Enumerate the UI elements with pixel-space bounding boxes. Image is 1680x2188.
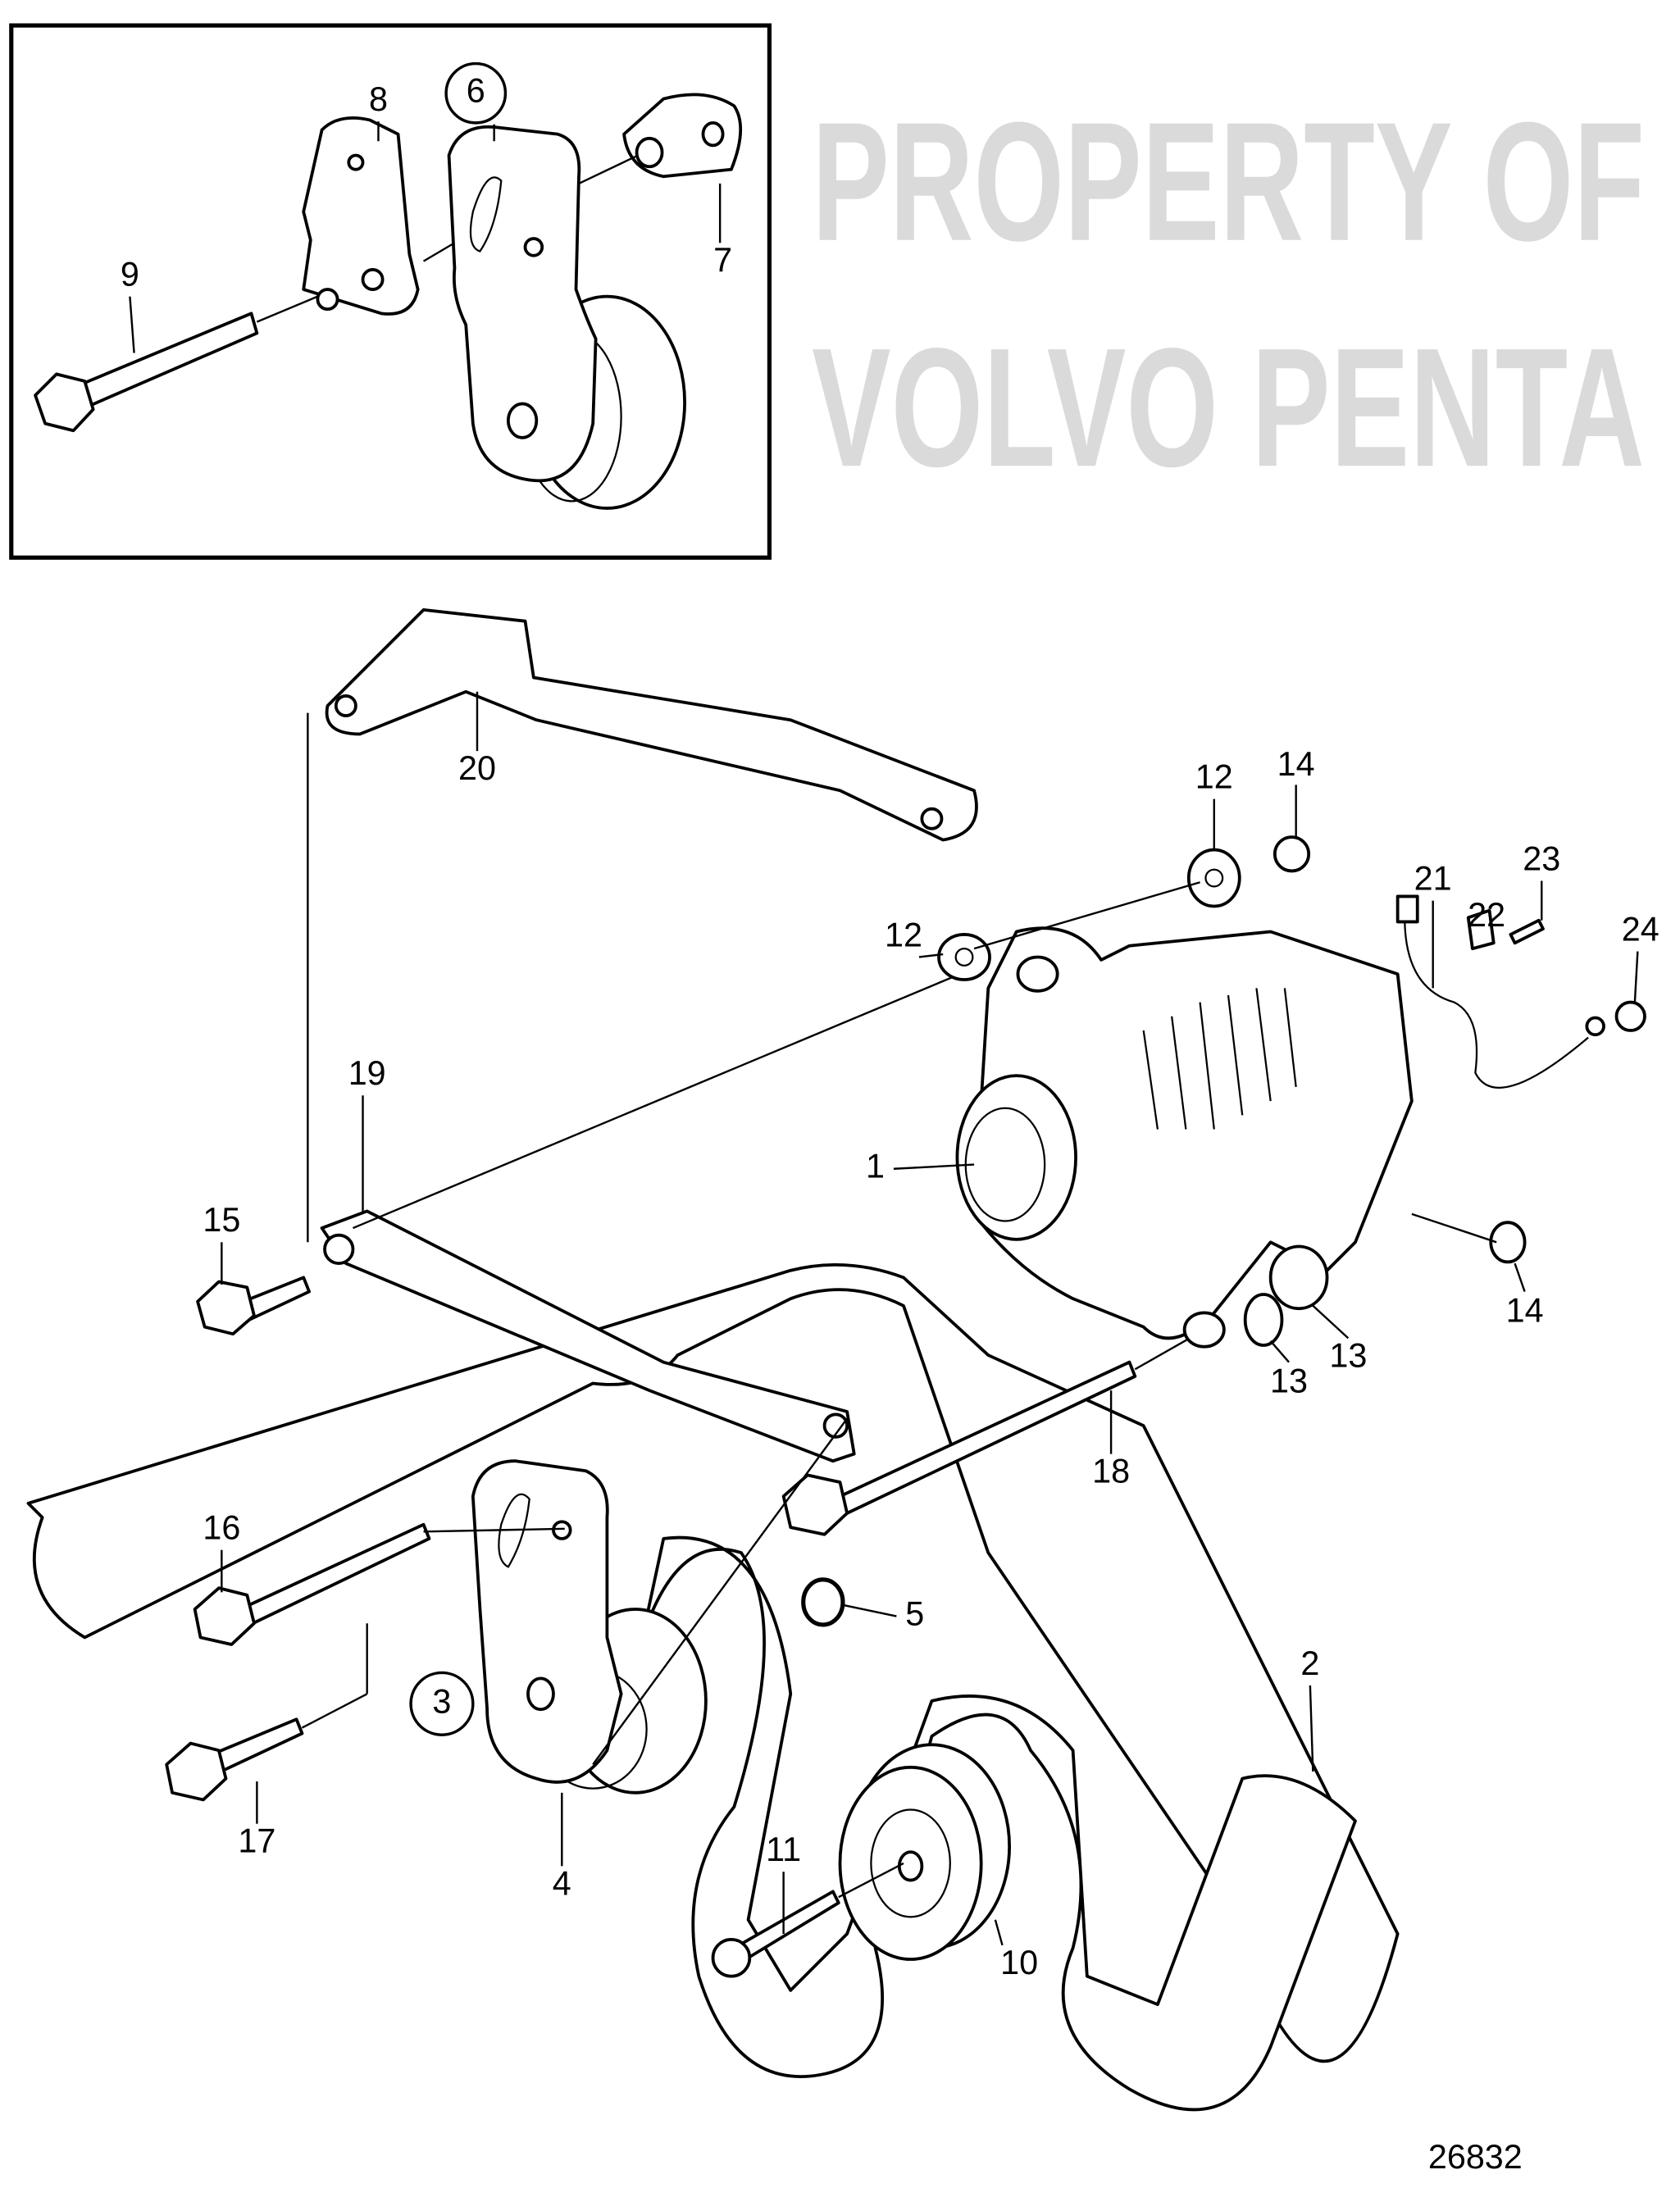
watermark-line1: PROPERTY OF	[812, 87, 1645, 276]
bolt-9	[80, 312, 259, 408]
callout-17: 17	[238, 1822, 275, 1860]
inset-detail: 8 6 7 9	[9, 23, 772, 560]
reference-number: 26832	[1428, 2138, 1523, 2176]
nut-24	[1614, 1000, 1646, 1032]
callout-14: 14	[1506, 1291, 1544, 1329]
inset-frame	[9, 23, 772, 560]
circlip-5	[801, 1577, 845, 1627]
nut-14	[1273, 835, 1311, 873]
cable-21	[1404, 917, 1589, 1089]
callout-circle-6	[444, 61, 508, 125]
callout-2: 2	[1300, 1644, 1319, 1682]
callout-5: 5	[905, 1595, 924, 1633]
washer-12	[937, 933, 991, 981]
callout-6: 6	[467, 72, 485, 110]
arm-19	[320, 1209, 856, 1463]
bushing-13	[1268, 1244, 1329, 1311]
callout-12: 12	[1195, 757, 1233, 795]
callout-1: 1	[866, 1148, 885, 1185]
bracket-20	[325, 608, 978, 842]
callout-10: 10	[1000, 1944, 1038, 1981]
washer-12b	[1186, 848, 1241, 908]
watermark: PROPERTY OF VOLVO PENTA	[812, 87, 1645, 502]
callout-15: 15	[203, 1201, 240, 1239]
callout-13: 13	[1329, 1336, 1367, 1374]
main-assembly: 20 12 14 12 21 23 22 24 19 1 15 14 13 13…	[26, 608, 1660, 2112]
callout-circle-3	[409, 1671, 475, 1736]
callout-18: 18	[1092, 1453, 1130, 1490]
callout-8: 8	[369, 80, 388, 118]
callout-23: 23	[1523, 839, 1560, 877]
callout-24: 24	[1622, 910, 1660, 948]
callout-3: 3	[432, 1682, 451, 1720]
callout-4: 4	[553, 1864, 571, 1902]
screw-23	[1509, 918, 1545, 945]
belt-2	[26, 1262, 1400, 2063]
tensioner-bracket-3	[471, 1459, 623, 1784]
callout-20: 20	[458, 749, 496, 787]
callout-7: 7	[713, 241, 732, 279]
bracket-8	[302, 116, 420, 316]
callout-14: 14	[1277, 745, 1315, 783]
callout-22: 22	[1468, 896, 1505, 934]
callout-19: 19	[348, 1054, 386, 1092]
callout-13: 13	[1270, 1362, 1308, 1399]
alternator-fins	[1142, 988, 1297, 1130]
callout-16: 16	[203, 1508, 240, 1546]
nut-14b	[1489, 1221, 1527, 1264]
callout-21: 21	[1414, 859, 1452, 897]
callout-12: 12	[885, 916, 922, 953]
belt-poly-v	[640, 1535, 1357, 2112]
watermark-line2: VOLVO PENTA	[812, 312, 1645, 502]
alternator-pulley	[955, 1074, 1077, 1241]
tensioner-bracket-6	[447, 125, 598, 483]
callout-9: 9	[121, 255, 139, 293]
clip-22	[1466, 908, 1496, 951]
callout-11: 11	[766, 1831, 801, 1868]
